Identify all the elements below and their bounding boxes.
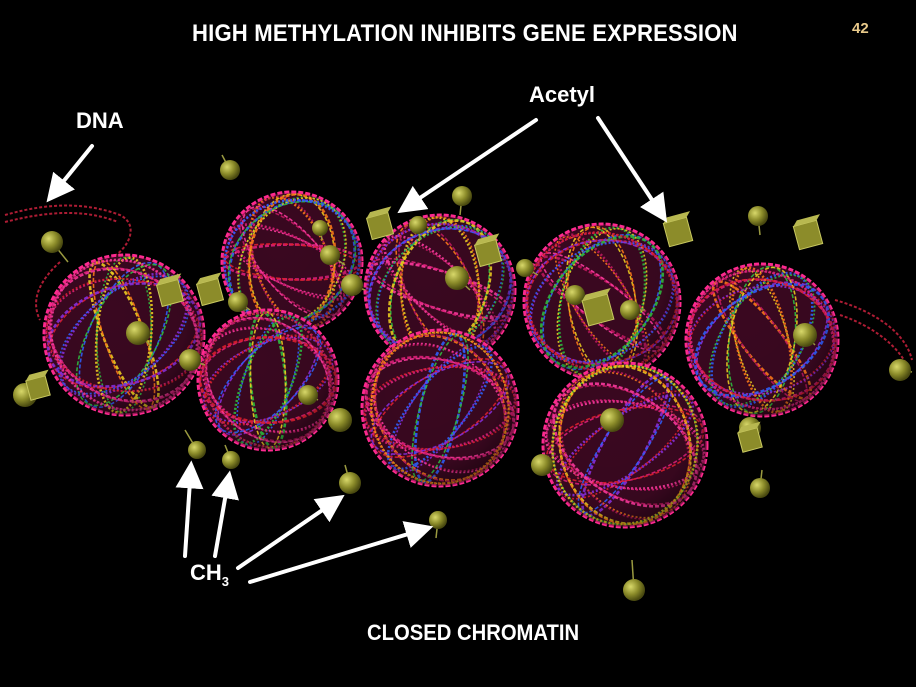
dna-arrow — [46, 144, 94, 203]
diagram-title: HIGH METHYLATION INHIBITS GENE EXPRESSIO… — [192, 20, 738, 47]
nucleosome-sphere — [541, 361, 709, 529]
methyl-ball — [298, 385, 319, 405]
methyl-ball — [750, 469, 770, 498]
methyl-ball — [445, 266, 471, 291]
acetyl-arrow-left — [397, 118, 538, 214]
slide-number: 42 — [852, 20, 869, 37]
acetyl-arrow-right — [596, 116, 668, 223]
methyl-ball — [748, 206, 768, 236]
methyl-ball — [184, 429, 206, 459]
methyl-ball — [341, 274, 366, 296]
methyl-ball — [320, 245, 346, 266]
ch3-arrow-1 — [175, 460, 204, 558]
acetyl-cube — [473, 233, 503, 268]
acetyl-label: Acetyl — [529, 82, 596, 107]
methyl-ball — [623, 559, 645, 601]
methyl-ball — [620, 300, 645, 320]
ch3-arrow-3 — [236, 494, 345, 570]
acetyl-cube — [195, 272, 225, 307]
methyl-ball — [516, 259, 539, 277]
arrows — [46, 116, 668, 584]
nucleosome-sphere — [684, 262, 840, 418]
acetyl-cube — [792, 214, 824, 251]
methyl-ball — [429, 511, 447, 539]
nucleosome-sphere — [196, 308, 340, 452]
nucleosome-sphere — [360, 328, 520, 488]
methyl-ball — [220, 154, 240, 180]
methyl-ball — [600, 408, 624, 432]
acetyl-cube — [581, 287, 615, 327]
methyl-ball — [41, 231, 69, 263]
methyl-ball — [222, 444, 240, 469]
caption: CLOSED CHROMATIN — [367, 620, 580, 645]
dna-label: DNA — [76, 108, 124, 133]
methyl-ball — [889, 359, 913, 381]
ch3-arrow-2 — [211, 470, 239, 558]
ch3-arrow-4 — [248, 521, 434, 584]
nucleosome-group — [42, 190, 840, 529]
dna-strand — [4, 204, 913, 373]
acetyl-cube — [365, 206, 395, 241]
ch3-main: CH — [190, 560, 222, 585]
ch3-label: CH3 — [190, 560, 230, 589]
methyl-ball — [339, 464, 361, 494]
methyl-ball — [179, 349, 206, 371]
methyl-ball — [328, 408, 352, 432]
methyl-ball — [452, 186, 472, 216]
acetyl-cube — [25, 369, 51, 401]
methyl-ball — [312, 220, 328, 241]
acetyl-cube — [662, 211, 694, 248]
methyl-ball — [409, 216, 427, 241]
methyl-ball — [228, 292, 251, 312]
methyl-ball — [126, 321, 151, 346]
nucleosome-sphere — [42, 253, 206, 417]
acetyl-cube — [737, 421, 763, 453]
acetyl-cube — [155, 273, 185, 308]
methyl-ball — [793, 323, 817, 347]
methyl-ball — [531, 454, 553, 476]
ch3-subscript: 3 — [221, 574, 230, 589]
marker-group — [13, 154, 913, 601]
